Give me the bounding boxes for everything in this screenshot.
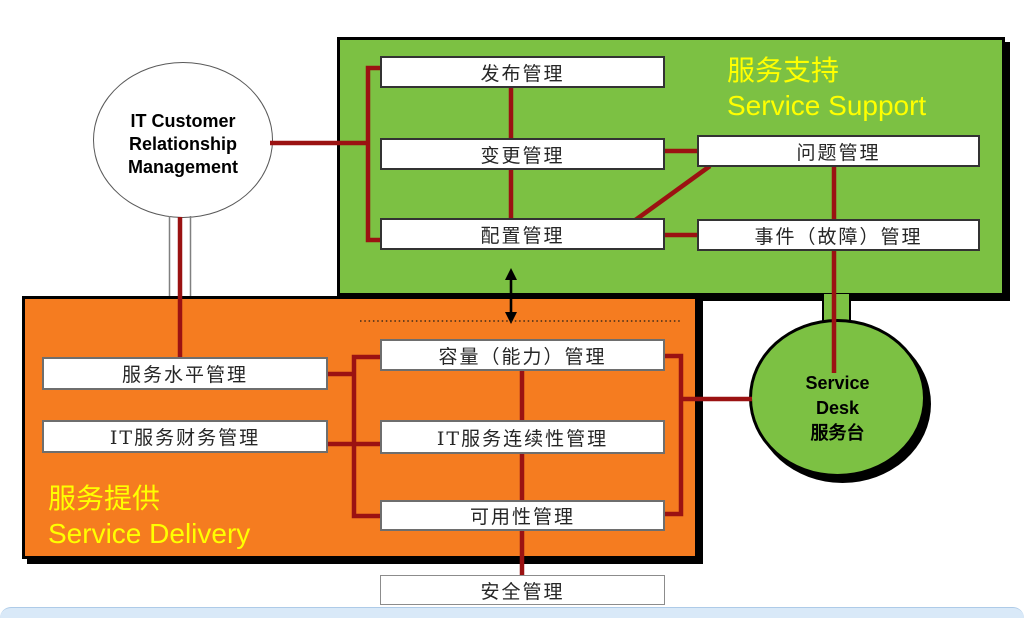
service-desk-label: Service Desk 服务台 [749, 371, 926, 446]
service-support-title-zh: 服务支持 [727, 55, 840, 86]
box-service-level-mgmt: 服务水平管理 [42, 357, 328, 390]
box-change-mgmt: 变更管理 [380, 138, 665, 170]
box-continuity-mgmt: IT服务连续性管理 [380, 420, 665, 454]
it-crm-label-line1: IT Customer [130, 111, 236, 131]
crm-double-line [168, 216, 192, 296]
box-capacity-mgmt-label: 容量（能力）管理 [438, 345, 607, 368]
service-desk-connector-neck [822, 294, 851, 323]
box-it-finance-mgmt: IT服务财务管理 [42, 420, 328, 453]
box-continuity-mgmt-label: IT服务连续性管理 [436, 427, 609, 450]
box-release-mgmt: 发布管理 [380, 56, 665, 88]
box-capacity-mgmt: 容量（能力）管理 [380, 339, 665, 371]
box-change-mgmt-label: 变更管理 [480, 144, 565, 167]
service-desk-label-line3: 服务台 [810, 423, 865, 443]
box-release-mgmt-label: 发布管理 [480, 62, 565, 85]
it-crm-label-line3: Management [127, 157, 239, 177]
box-config-mgmt: 配置管理 [380, 218, 665, 250]
box-it-finance-mgmt-label: IT服务财务管理 [109, 427, 261, 449]
it-crm-circle [93, 62, 273, 218]
service-delivery-title: 服务提供 Service Delivery [48, 481, 250, 551]
box-availability-mgmt-label: 可用性管理 [469, 506, 575, 528]
box-availability-mgmt: 可用性管理 [380, 500, 665, 531]
it-crm-label: IT Customer Relationship Management [93, 110, 273, 179]
service-delivery-title-en: Service Delivery [48, 518, 251, 549]
box-config-mgmt-label: 配置管理 [480, 224, 565, 247]
it-crm-label-line2: Relationship [128, 134, 237, 154]
box-incident-mgmt: 事件（故障）管理 [697, 219, 980, 251]
service-desk-label-line2: Desk [815, 398, 860, 418]
box-service-level-mgmt-label: 服务水平管理 [121, 364, 248, 386]
service-support-title-en: Service Support [727, 90, 927, 121]
bottom-decoration-bar [0, 607, 1024, 618]
service-delivery-title-zh: 服务提供 [48, 483, 161, 514]
box-problem-mgmt: 问题管理 [697, 135, 980, 167]
box-incident-mgmt-label: 事件（故障）管理 [754, 225, 923, 248]
box-security-mgmt: 安全管理 [380, 575, 665, 605]
box-problem-mgmt-label: 问题管理 [796, 141, 881, 164]
box-security-mgmt-label: 安全管理 [480, 580, 565, 603]
service-desk-label-line1: Service [805, 373, 870, 393]
service-support-title: 服务支持 Service Support [727, 53, 926, 123]
